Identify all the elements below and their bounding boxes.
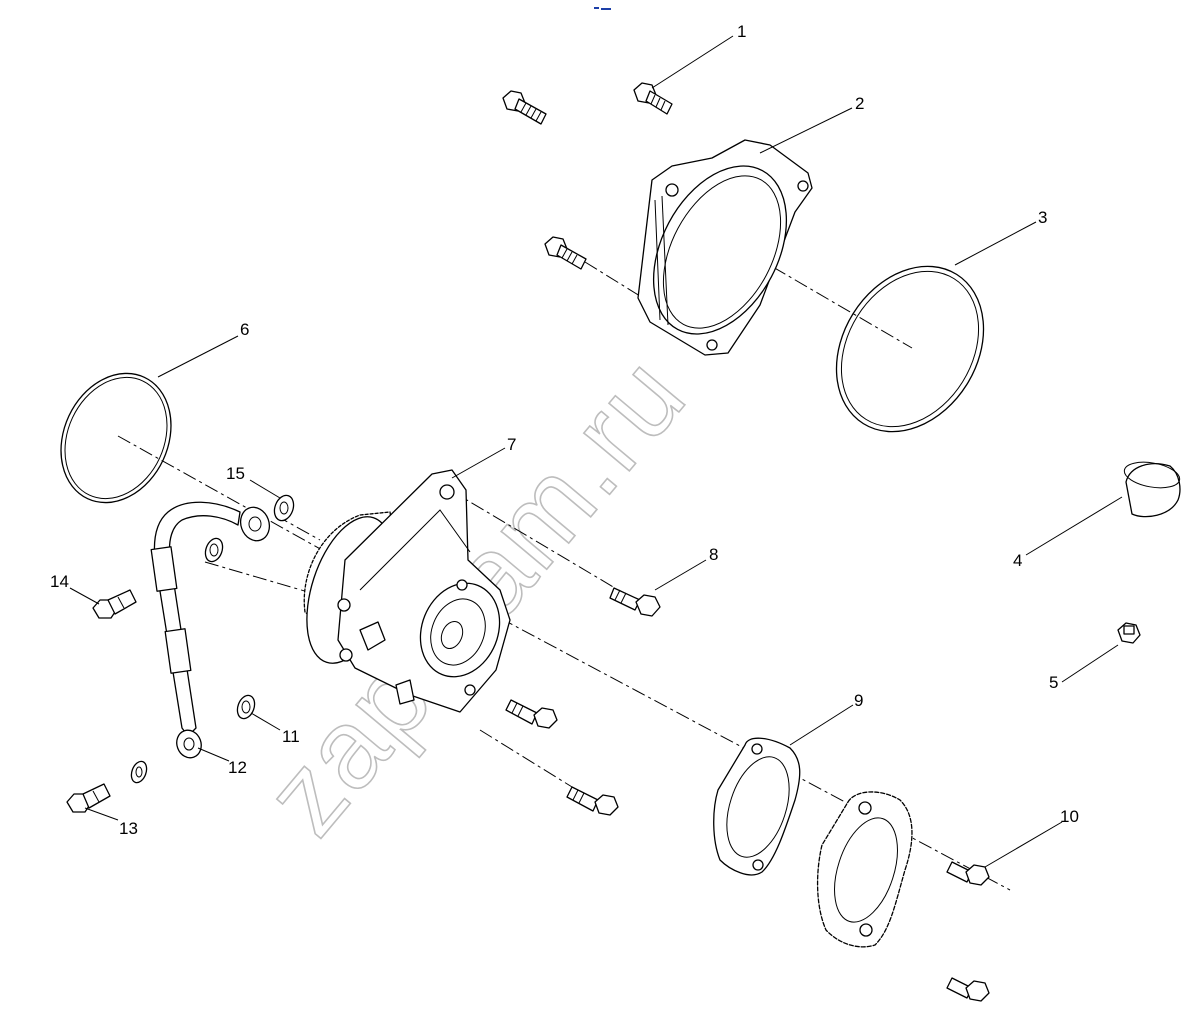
cap-part-4 bbox=[1123, 461, 1181, 518]
callout-12: 12 bbox=[228, 758, 247, 777]
bolt-part-10 bbox=[946, 861, 990, 886]
washer-part-15 bbox=[273, 494, 295, 522]
callout-9: 9 bbox=[854, 691, 863, 710]
washer-part-11 bbox=[236, 694, 256, 720]
callout-1: 1 bbox=[737, 22, 746, 41]
callout-7: 7 bbox=[507, 435, 516, 454]
washer-lower-left bbox=[130, 760, 148, 784]
leader-lines bbox=[69, 35, 1123, 868]
callout-numbers: 1 2 3 4 5 6 7 8 9 10 11 12 13 14 15 bbox=[50, 22, 1079, 838]
o-ring-part-3 bbox=[835, 265, 985, 433]
callout-6: 6 bbox=[240, 320, 249, 339]
o-ring-part-6 bbox=[60, 372, 172, 504]
bolt-top-left bbox=[502, 90, 547, 125]
callout-5: 5 bbox=[1049, 673, 1058, 692]
header-mark bbox=[594, 7, 611, 10]
housing-cover-part-2 bbox=[637, 139, 813, 356]
callout-3: 3 bbox=[1038, 208, 1047, 227]
callout-14: 14 bbox=[50, 572, 69, 591]
callout-15: 15 bbox=[226, 464, 245, 483]
flange-plate bbox=[816, 791, 913, 948]
bolt-part-8 bbox=[609, 587, 661, 617]
callout-11: 11 bbox=[282, 727, 300, 746]
callout-8: 8 bbox=[709, 545, 718, 564]
bolt-part-1 bbox=[633, 82, 673, 115]
callout-4: 4 bbox=[1013, 551, 1022, 570]
pump-assembly-part-7 bbox=[303, 469, 511, 713]
gasket-part-9 bbox=[713, 737, 801, 876]
callout-13: 13 bbox=[119, 819, 138, 838]
banjo-bolt-part-13 bbox=[66, 783, 111, 813]
banjo-bolt-part-14 bbox=[92, 589, 137, 619]
bolt-mid-top bbox=[544, 236, 587, 270]
callout-10: 10 bbox=[1060, 807, 1079, 826]
plug-part-5 bbox=[1117, 622, 1141, 644]
bolt-lower-middle bbox=[566, 786, 619, 816]
washer-upper-left bbox=[204, 537, 224, 563]
bolt-middle bbox=[505, 699, 558, 729]
bolt-bottom-right bbox=[946, 977, 990, 1002]
callout-2: 2 bbox=[855, 94, 864, 113]
oil-tube-part-12 bbox=[150, 501, 271, 759]
